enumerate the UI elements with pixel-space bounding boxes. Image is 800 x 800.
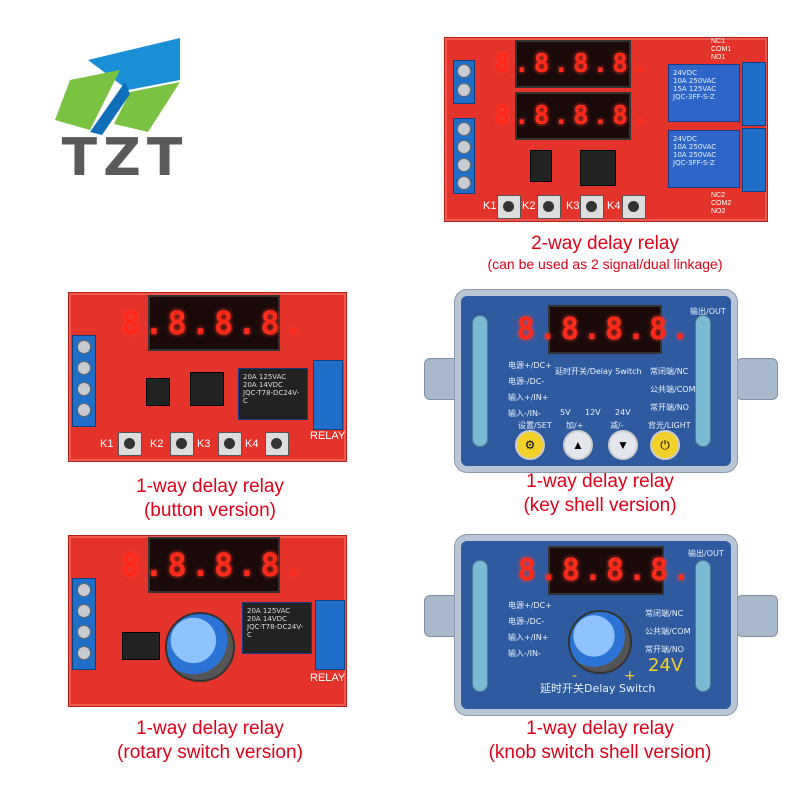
voltage-12v: 12V <box>585 408 601 417</box>
key-k2-label: K2 <box>150 438 164 450</box>
relay-text: JQC-T78-DC24V-C <box>243 389 300 405</box>
relay-text: 20A 125VAC <box>247 607 291 615</box>
key-k4-label: K4 <box>607 200 621 212</box>
display-2way-top: 8.8.8.8. <box>494 49 652 79</box>
display-knob-shell: 8.8.8.8. <box>517 553 695 588</box>
caption-knob-shell: 1-way delay relay (knob switch shell ver… <box>440 717 760 765</box>
dc-minus-label: 电源-/DC- <box>508 617 545 626</box>
caption-title: 1-way delay relay <box>136 476 284 497</box>
minus-label: 减/- <box>610 421 624 430</box>
set-label: 设置/SET <box>518 421 552 430</box>
caption-2way: 2-way delay relay (can be used as 2 sign… <box>420 232 790 273</box>
relay-text: JQC-T78-DC24V-C <box>247 623 304 639</box>
relay-text: 10A 250VAC <box>673 151 717 159</box>
display-key-shell: 8.8.8.8. <box>516 312 694 347</box>
com-label: 公共端/COM <box>645 627 691 636</box>
relay-text: 10A 250VAC <box>673 77 717 85</box>
set-button-icon: ⚙ <box>515 430 545 460</box>
relay-text: 24VDC <box>673 69 697 77</box>
no-label: 常开端/NO <box>645 645 684 654</box>
no-label: 常开端/NO <box>650 403 689 412</box>
key-k4-label: K4 <box>245 438 259 450</box>
knob-icon <box>568 610 632 674</box>
tzt-logo: TZT <box>30 20 210 200</box>
key-k3-label: K3 <box>566 200 580 212</box>
com-label: 公共端/COM <box>650 385 696 394</box>
no2-label: NO2 <box>711 208 726 215</box>
display-2way-bottom: 8.8.8.8. <box>494 101 652 131</box>
display-rotary: 8.8.8.8. <box>120 546 308 584</box>
relay-label: RELAY <box>310 672 346 684</box>
plus-label: 加/+ <box>566 421 584 430</box>
in-plus-label: 输入+/IN+ <box>508 393 549 402</box>
display-button: 8.8.8.8. <box>120 304 308 342</box>
voltage-5v: 5V <box>560 408 571 417</box>
relay-text: 20A 14VDC <box>243 381 283 389</box>
brand-name: TZT <box>61 128 189 188</box>
caption-rotary: 1-way delay relay (rotary switch version… <box>60 717 360 765</box>
caption-title: 1-way delay relay <box>526 718 674 739</box>
knob-plus: + <box>624 668 636 684</box>
caption-subtitle: (key shell version) <box>523 494 677 516</box>
caption-title: 2-way delay relay <box>531 233 679 254</box>
caption-subtitle: (rotary switch version) <box>117 741 303 763</box>
com2-label: COM2 <box>711 200 732 207</box>
knob-minus: - <box>572 668 578 684</box>
dc-minus-label: 电源-/DC- <box>508 377 545 386</box>
key-k3-label: K3 <box>197 438 211 450</box>
caption-title: 1-way delay relay <box>526 471 674 492</box>
in-minus-label: 输入-/IN- <box>508 409 541 418</box>
nc1-label: NC1 <box>711 38 726 45</box>
in-minus-label: 输入-/IN- <box>508 649 541 658</box>
delay-switch-label: 延时开关/Delay Switch <box>555 367 642 376</box>
out-label: 输出/OUT <box>690 307 726 316</box>
rotary-knob-icon <box>165 612 235 682</box>
voltage-24v: 24V <box>615 408 631 417</box>
power-button-icon: ⏻ <box>650 430 680 460</box>
key-k1-label: K1 <box>483 200 497 212</box>
key-k1-label: K1 <box>100 438 114 450</box>
com1-label: COM1 <box>711 46 732 53</box>
caption-title: 1-way delay relay <box>136 718 284 739</box>
light-label: 背光/LIGHT <box>648 421 691 430</box>
out-label: 输出/OUT <box>688 549 724 558</box>
relay-text: 20A 14VDC <box>247 615 287 623</box>
up-button-icon: ▲ <box>563 430 593 460</box>
dc-plus-label: 电源+/DC+ <box>508 361 552 370</box>
relay-text: 24VDC <box>673 135 697 143</box>
relay-text: 10A 250VAC <box>673 143 717 151</box>
relay-label: RELAY <box>310 430 346 442</box>
delay-switch-title: 延时开关Delay Switch <box>540 682 656 695</box>
dc-plus-label: 电源+/DC+ <box>508 601 552 610</box>
in-plus-label: 输入+/IN+ <box>508 633 549 642</box>
logo-mark-icon <box>55 38 180 135</box>
relay-text: JQC-3FF-S-Z <box>673 159 715 167</box>
caption-subtitle: (can be used as 2 signal/dual linkage) <box>487 255 723 272</box>
caption-subtitle: (knob switch shell version) <box>488 741 712 763</box>
nc-label: 常闭端/NC <box>645 609 684 618</box>
nc-label: 常闭端/NC <box>650 367 689 376</box>
no1-label: NO1 <box>711 54 726 61</box>
caption-button: 1-way delay relay (button version) <box>60 475 360 523</box>
relay-text: JQC-3FF-S-Z <box>673 93 715 101</box>
down-button-icon: ▼ <box>608 430 638 460</box>
key-k2-label: K2 <box>522 200 536 212</box>
caption-key-shell: 1-way delay relay (key shell version) <box>440 470 760 518</box>
nc2-label: NC2 <box>711 192 726 199</box>
voltage-24v: 24V <box>648 655 684 676</box>
caption-subtitle: (button version) <box>143 499 276 521</box>
relay-text: 15A 125VAC <box>673 85 717 93</box>
relay-text: 20A 125VAC <box>243 373 287 381</box>
